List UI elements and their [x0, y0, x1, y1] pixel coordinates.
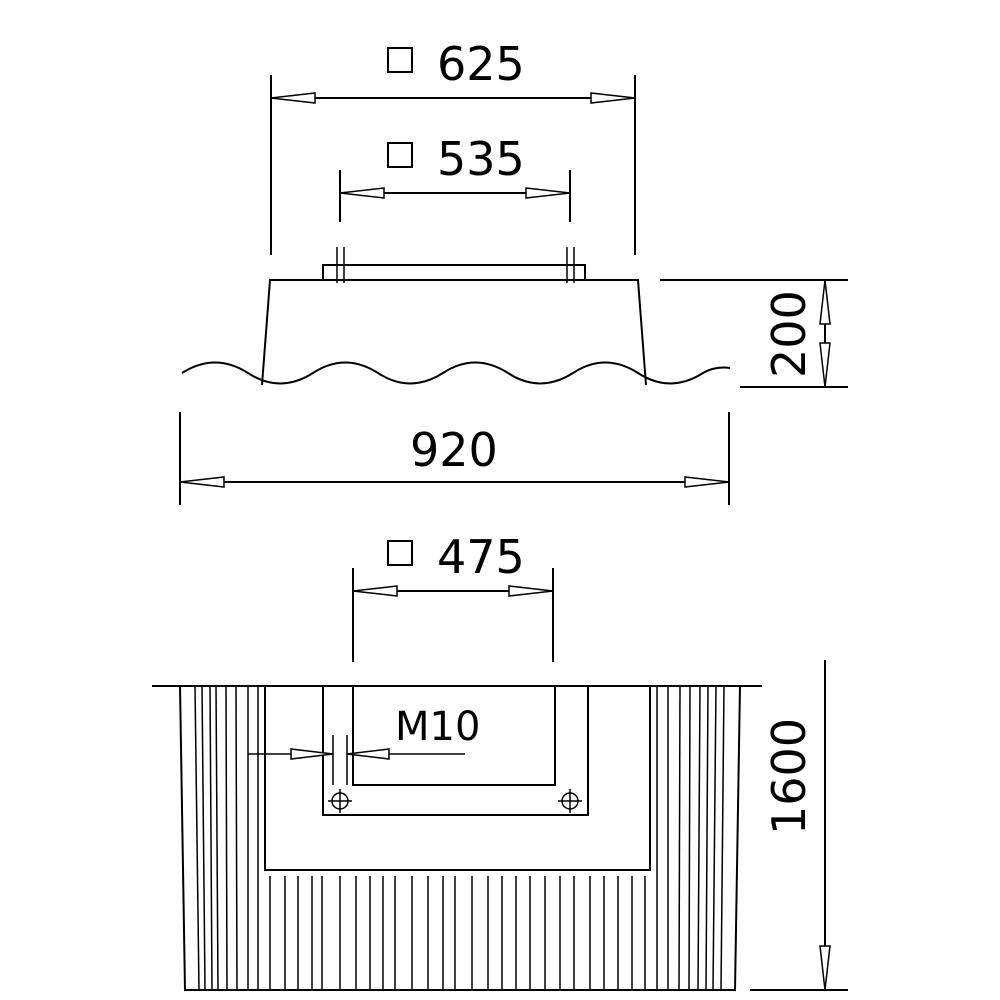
- foundation-outline: [179, 685, 741, 991]
- anchor-frame-inner: [352, 686, 556, 786]
- inner-cavity: [264, 686, 651, 871]
- section-view: [152, 685, 762, 991]
- dim-535-label: 535: [437, 132, 525, 186]
- left-ribs: [194, 685, 259, 991]
- bolt-left: [328, 789, 352, 813]
- square-symbol: [387, 47, 413, 73]
- mounting-plate: [322, 264, 586, 281]
- dim-625-label: 625: [437, 37, 525, 91]
- dim-200-label: 200: [762, 290, 816, 378]
- thread-label: M10: [395, 704, 480, 750]
- dimension-475: 475: [352, 530, 554, 662]
- m10-callout: M10: [248, 704, 480, 785]
- dim-1600-label: 1600: [762, 718, 816, 835]
- corrugated-ground: [181, 361, 731, 385]
- square-symbol: [387, 540, 413, 566]
- anchor-frame-outer: [322, 686, 589, 816]
- side-elevation: [181, 247, 731, 386]
- bottom-ribs: [269, 876, 646, 990]
- right-ribs: [656, 685, 725, 991]
- bolt-right: [558, 789, 582, 813]
- dimension-200: 200: [660, 279, 848, 388]
- dimension-920: 920: [179, 412, 730, 505]
- square-symbol: [387, 142, 413, 168]
- dimension-535: 535: [339, 132, 571, 222]
- dim-475-label: 475: [437, 530, 525, 584]
- dimension-625: 625: [270, 37, 636, 255]
- dimension-1600: 1600: [750, 660, 848, 991]
- dim-920-label: 920: [410, 423, 498, 477]
